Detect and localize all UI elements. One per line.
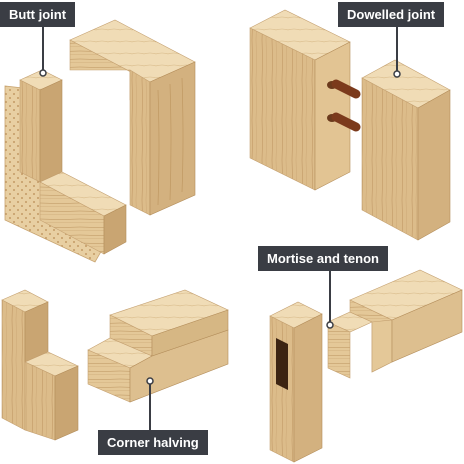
- mortise-and-tenon-illustration: [269, 269, 463, 463]
- dowel: [331, 79, 361, 99]
- butt-joint-illustration: [4, 19, 196, 263]
- mortise-and-tenon-label: Mortise and tenon: [258, 246, 388, 271]
- mortise-slot: [276, 338, 288, 390]
- corner-halving-label: Corner halving: [98, 430, 208, 455]
- leader-dot-corner-halving: [146, 377, 154, 385]
- corner-halving-illustration: [1, 289, 229, 441]
- dowel: [331, 112, 361, 132]
- leader-dot-mortise-and-tenon: [326, 321, 334, 329]
- dowelled-joint-label: Dowelled joint: [338, 2, 445, 27]
- leader-dot-butt-joint: [39, 69, 47, 77]
- butt-joint-label: Butt joint: [0, 2, 76, 27]
- leader-lines: [39, 26, 401, 430]
- dowelled-joint-illustration: [249, 9, 451, 241]
- leader-dot-dowelled-joint: [393, 70, 401, 78]
